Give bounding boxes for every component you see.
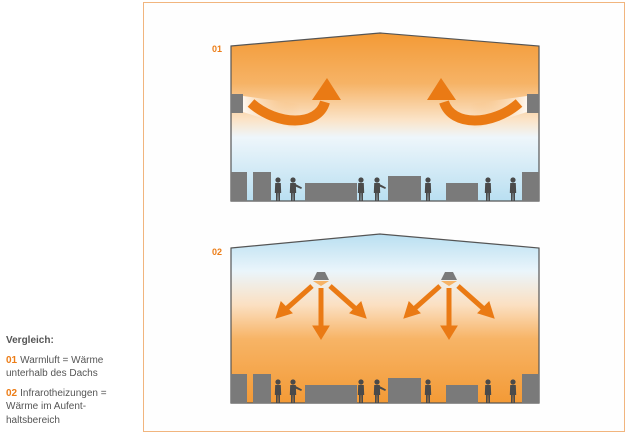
curved-arrow-left-head (312, 78, 341, 100)
infrared-heater-right-glow (441, 281, 457, 286)
floor-equipment-01 (231, 172, 539, 201)
infrared-heater-right (441, 272, 457, 280)
infrared-arrows-right (403, 284, 495, 340)
hall-02-heat-gradient (231, 234, 539, 403)
curved-arrow-right-head (427, 78, 456, 100)
infrared-heater-left-glow (313, 281, 329, 286)
panel-02-infrared-hall (230, 233, 540, 404)
legend-title: Vergleich: (6, 335, 54, 346)
panel-01-warm-air-hall (230, 32, 540, 202)
legend-item-02-number: 02 (6, 387, 18, 399)
infrared-arrows-left (275, 284, 367, 340)
warm-air-blower-right (527, 94, 539, 113)
panel-label-02: 02 (212, 247, 223, 257)
curved-arrow-right-shaft (439, 99, 523, 126)
floor-equipment-02 (231, 374, 539, 403)
panel-label-01: 01 (212, 44, 223, 54)
legend-item-01-number: 01 (6, 354, 18, 366)
legend-item-01-text: Warmluft = Wärme unterhalb des Dachs (6, 354, 104, 380)
hall-01-heat-gradient (231, 33, 539, 201)
infrared-heater-left (313, 272, 329, 280)
legend-item-02-text: Infrarotheizungen = Wärme im Aufent- hal… (6, 387, 107, 426)
warm-air-blower-left (231, 94, 243, 113)
curved-arrow-left-shaft (247, 99, 330, 126)
